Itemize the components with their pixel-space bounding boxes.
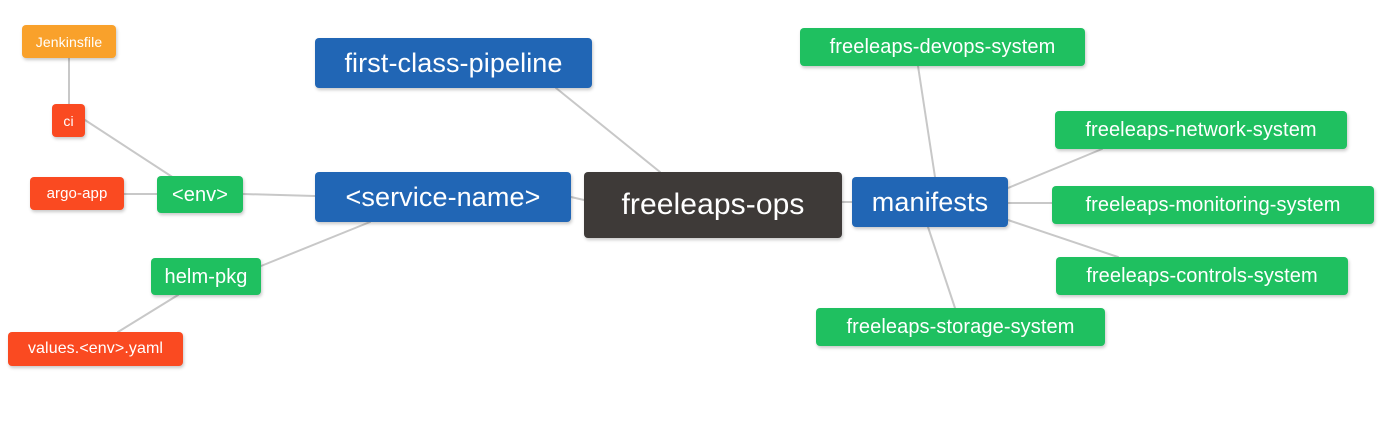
mindmap-node-label: <service-name> bbox=[345, 181, 541, 212]
mindmap-node-freeleaps-network-system[interactable]: freeleaps-network-system bbox=[1055, 111, 1347, 149]
mindmap-node-values-env-yaml[interactable]: values.<env>.yaml bbox=[8, 332, 183, 366]
mindmap-edge bbox=[570, 196, 585, 201]
mindmap-node-label: freeleaps-network-system bbox=[1085, 119, 1317, 141]
mindmap-edge bbox=[1007, 219, 1119, 258]
mindmap-node-helm-pkg[interactable]: helm-pkg bbox=[151, 258, 261, 295]
mindmap-node-ci[interactable]: ci bbox=[52, 104, 85, 137]
mindmap-node-label: <env> bbox=[171, 183, 229, 206]
mindmap-node-jenkinsfile[interactable]: Jenkinsfile bbox=[22, 25, 116, 58]
mindmap-node-freeleaps-controls-system[interactable]: freeleaps-controls-system bbox=[1056, 257, 1348, 295]
mindmap-node-freeleaps-devops-system[interactable]: freeleaps-devops-system bbox=[800, 28, 1085, 66]
mindmap-node-label: freeleaps-storage-system bbox=[846, 316, 1075, 338]
mindmap-node-label: helm-pkg bbox=[164, 265, 248, 288]
mindmap-node-label: first-class-pipeline bbox=[344, 47, 563, 78]
mindmap-node-argo-app[interactable]: argo-app bbox=[30, 177, 124, 210]
mindmap-edge bbox=[1007, 148, 1103, 189]
mindmap-edge bbox=[242, 193, 316, 197]
mindmap-node-env[interactable]: <env> bbox=[157, 176, 243, 213]
mindmap-node-label: freeleaps-monitoring-system bbox=[1085, 194, 1341, 216]
mindmap-node-label: Jenkinsfile bbox=[35, 33, 103, 50]
mindmap-node-label: manifests bbox=[871, 186, 989, 217]
mindmap-node-label: ci bbox=[63, 112, 74, 129]
mindmap-node-freeleaps-monitoring-system[interactable]: freeleaps-monitoring-system bbox=[1052, 186, 1374, 224]
mindmap-node-freeleaps-storage-system[interactable]: freeleaps-storage-system bbox=[816, 308, 1105, 346]
mindmap-edge bbox=[917, 65, 936, 178]
mindmap-node-freeleaps-ops[interactable]: freeleaps-ops bbox=[584, 172, 842, 238]
mindmap-edge bbox=[260, 221, 371, 267]
mindmap-edge bbox=[927, 226, 956, 309]
mindmap-node-service-name[interactable]: <service-name> bbox=[315, 172, 571, 222]
mindmap-node-label: argo-app bbox=[46, 185, 108, 202]
mindmap-edge bbox=[117, 294, 179, 333]
mindmap-node-manifests[interactable]: manifests bbox=[852, 177, 1008, 227]
mindmap-node-label: freeleaps-controls-system bbox=[1086, 265, 1318, 287]
mindmap-node-label: freeleaps-ops bbox=[621, 188, 805, 221]
mindmap-node-first-class-pipeline[interactable]: first-class-pipeline bbox=[315, 38, 592, 88]
mindmap-node-label: freeleaps-devops-system bbox=[829, 36, 1056, 58]
mindmap-node-label: values.<env>.yaml bbox=[27, 340, 164, 357]
mindmap-edge bbox=[555, 87, 661, 173]
